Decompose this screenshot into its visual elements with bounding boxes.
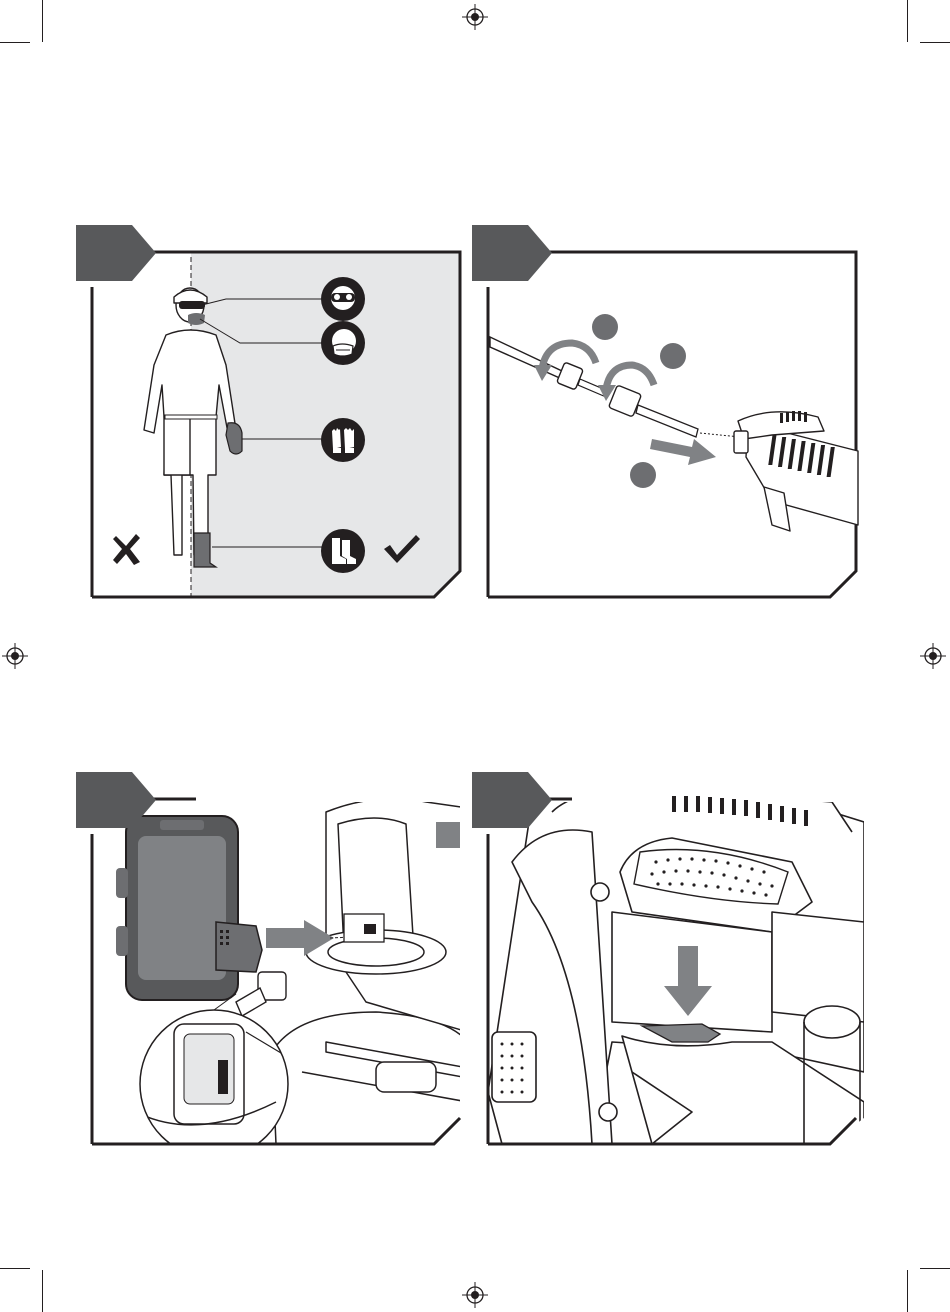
step-tab: [76, 772, 160, 828]
mask-icon: [320, 320, 366, 366]
step-marker-2: [660, 343, 686, 369]
panel-trigger: [472, 772, 864, 1152]
step-marker-3: [630, 462, 656, 488]
registration-mark-right: [920, 643, 946, 669]
cross-mark-icon: [112, 532, 142, 566]
step-tab: [472, 772, 556, 828]
registration-mark-top: [462, 4, 488, 30]
registration-mark-left: [2, 643, 28, 669]
step-marker-1: [592, 314, 618, 340]
panel-lance: [472, 225, 864, 605]
boots-icon: [320, 528, 366, 574]
panel-ppe: [76, 225, 468, 605]
eye-protection-icon: [320, 276, 366, 322]
step-tab: [76, 225, 160, 281]
registration-mark-bottom: [462, 1282, 488, 1308]
gloves-icon: [320, 417, 366, 463]
panel-battery: [76, 772, 468, 1152]
check-mark-icon: [382, 533, 422, 565]
step-tab: [472, 225, 556, 281]
